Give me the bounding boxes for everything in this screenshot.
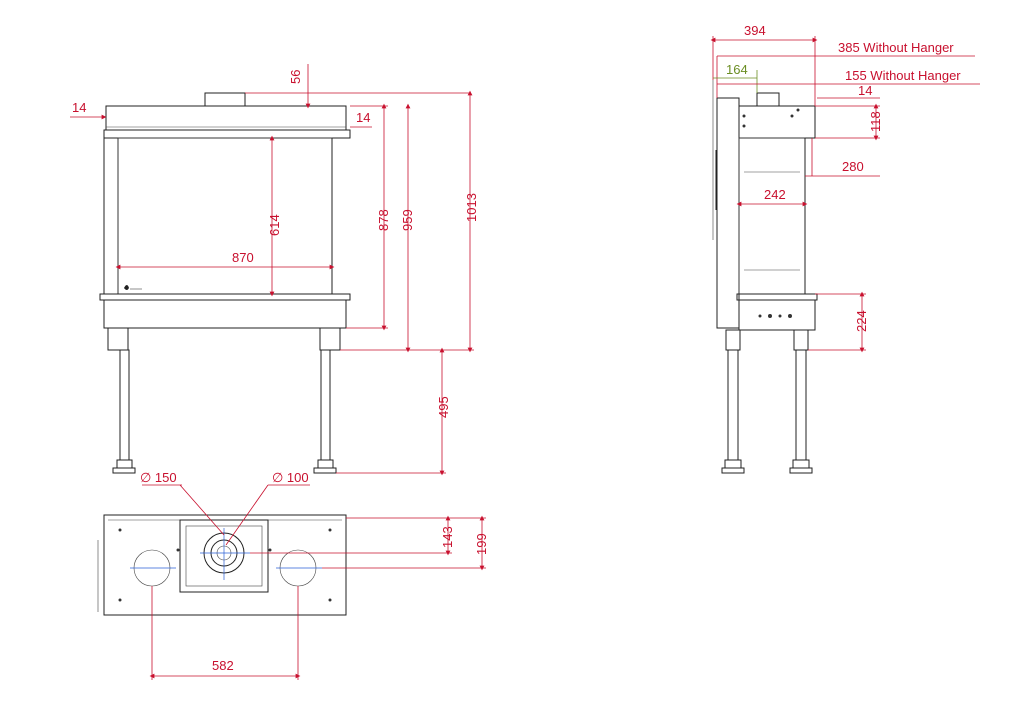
dim-top-150: ∅ 150	[140, 470, 177, 485]
dim-side-118: 118	[868, 111, 883, 132]
front-right-leg	[320, 349, 331, 461]
front-left-pillar	[103, 137, 119, 295]
side-back	[716, 97, 740, 329]
top-view: ∅ 150 ∅ 100 143 199 582	[97, 470, 489, 680]
dim-front-870: 870	[232, 250, 254, 265]
top-body	[103, 514, 347, 616]
side-glass	[738, 137, 806, 295]
side-flue-collar	[756, 92, 780, 107]
dim-front-14-left: 14	[72, 100, 86, 115]
dim-top-582: 582	[212, 658, 234, 673]
front-view: 14 56 14 614 870 878 959 1013 495	[70, 64, 479, 476]
dim-side-164: 164	[726, 62, 748, 77]
dim-side-242: 242	[764, 187, 786, 202]
dim-front-614: 614	[267, 214, 282, 236]
dim-top-100: ∅ 100	[272, 470, 309, 485]
top-flue-box	[179, 519, 269, 593]
dim-side-280: 280	[842, 159, 864, 174]
front-flue-collar	[204, 92, 246, 107]
dim-top-199: 199	[474, 533, 489, 555]
dim-front-495: 495	[436, 396, 451, 418]
dim-front-959: 959	[400, 209, 415, 231]
front-left-leg	[119, 349, 130, 461]
dim-front-14-right: 14	[356, 110, 370, 125]
front-base	[103, 299, 347, 329]
side-top-box	[738, 105, 816, 139]
side-left-leg	[727, 349, 739, 461]
dim-front-1013: 1013	[464, 193, 479, 222]
side-right-leg	[795, 349, 807, 461]
dim-side-14: 14	[858, 83, 872, 98]
front-glass	[117, 137, 333, 295]
dim-front-56: 56	[288, 70, 303, 84]
dim-side-394: 394	[744, 23, 766, 38]
dim-front-878: 878	[376, 209, 391, 231]
side-base	[738, 299, 816, 331]
side-view: 394 385 Without Hanger 164 155 Without H…	[710, 23, 980, 474]
dim-side-385: 385 Without Hanger	[838, 40, 954, 55]
logo-icon	[124, 285, 129, 290]
front-top-hood	[105, 105, 347, 131]
dim-top-143: 143	[440, 526, 455, 548]
dim-side-155: 155 Without Hanger	[845, 68, 961, 83]
dim-side-224: 224	[854, 310, 869, 332]
